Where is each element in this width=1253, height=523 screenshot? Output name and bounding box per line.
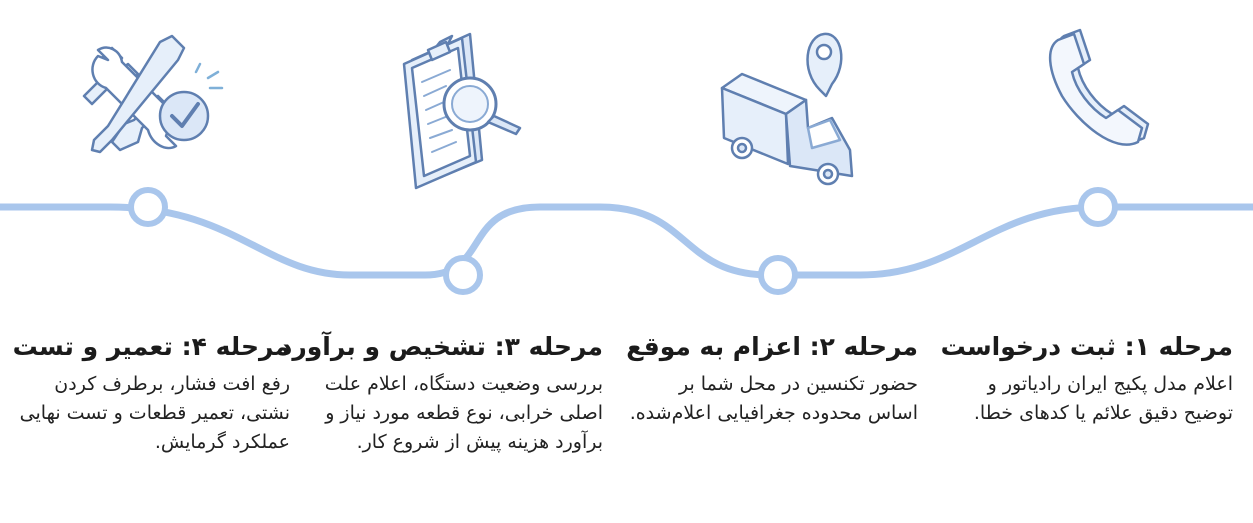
step-2-description: حضور تکنسین در محل شما بر اساس محدوده جغ… bbox=[629, 373, 918, 424]
timeline-line bbox=[0, 203, 1253, 279]
step-1: مرحله ۱: ثبت درخواست اعلام مدل پکیج ایرا… bbox=[940, 330, 1233, 428]
timeline-node-step-4 bbox=[128, 187, 168, 227]
wrench-check-icon bbox=[82, 34, 224, 154]
truck-location-icon bbox=[720, 32, 854, 186]
timeline-node-step-3 bbox=[443, 255, 483, 295]
step-2-title: مرحله ۲: اعزام به موقع bbox=[626, 332, 918, 361]
step-2: مرحله ۲: اعزام به موقع حضور تکنسین در مح… bbox=[626, 330, 918, 428]
timeline-node-step-2 bbox=[758, 255, 798, 295]
step-3: مرحله ۳: تشخیص و برآورد بررسی وضعیت دستگ… bbox=[279, 330, 603, 457]
step-4-description: رفع افت فشار، برطرف کردن نشتی، تعمیر قطع… bbox=[19, 373, 290, 453]
step-1-title: مرحله ۱: ثبت درخواست bbox=[940, 332, 1233, 361]
step-3-description: بررسی وضعیت دستگاه، اعلام علت اصلی خرابی… bbox=[324, 373, 603, 453]
timeline-node-step-1 bbox=[1078, 187, 1118, 227]
step-3-title: مرحله ۳: تشخیص و برآورد bbox=[279, 332, 603, 361]
step-4-title: مرحله ۴: تعمیر و تست bbox=[12, 332, 290, 361]
step-4: مرحله ۴: تعمیر و تست رفع افت فشار، برطرف… bbox=[0, 330, 290, 457]
phone-icon bbox=[1048, 28, 1150, 146]
step-1-description: اعلام مدل پکیج ایران رادیاتور و توضیح دق… bbox=[973, 373, 1233, 424]
clipboard-search-icon bbox=[402, 32, 522, 190]
